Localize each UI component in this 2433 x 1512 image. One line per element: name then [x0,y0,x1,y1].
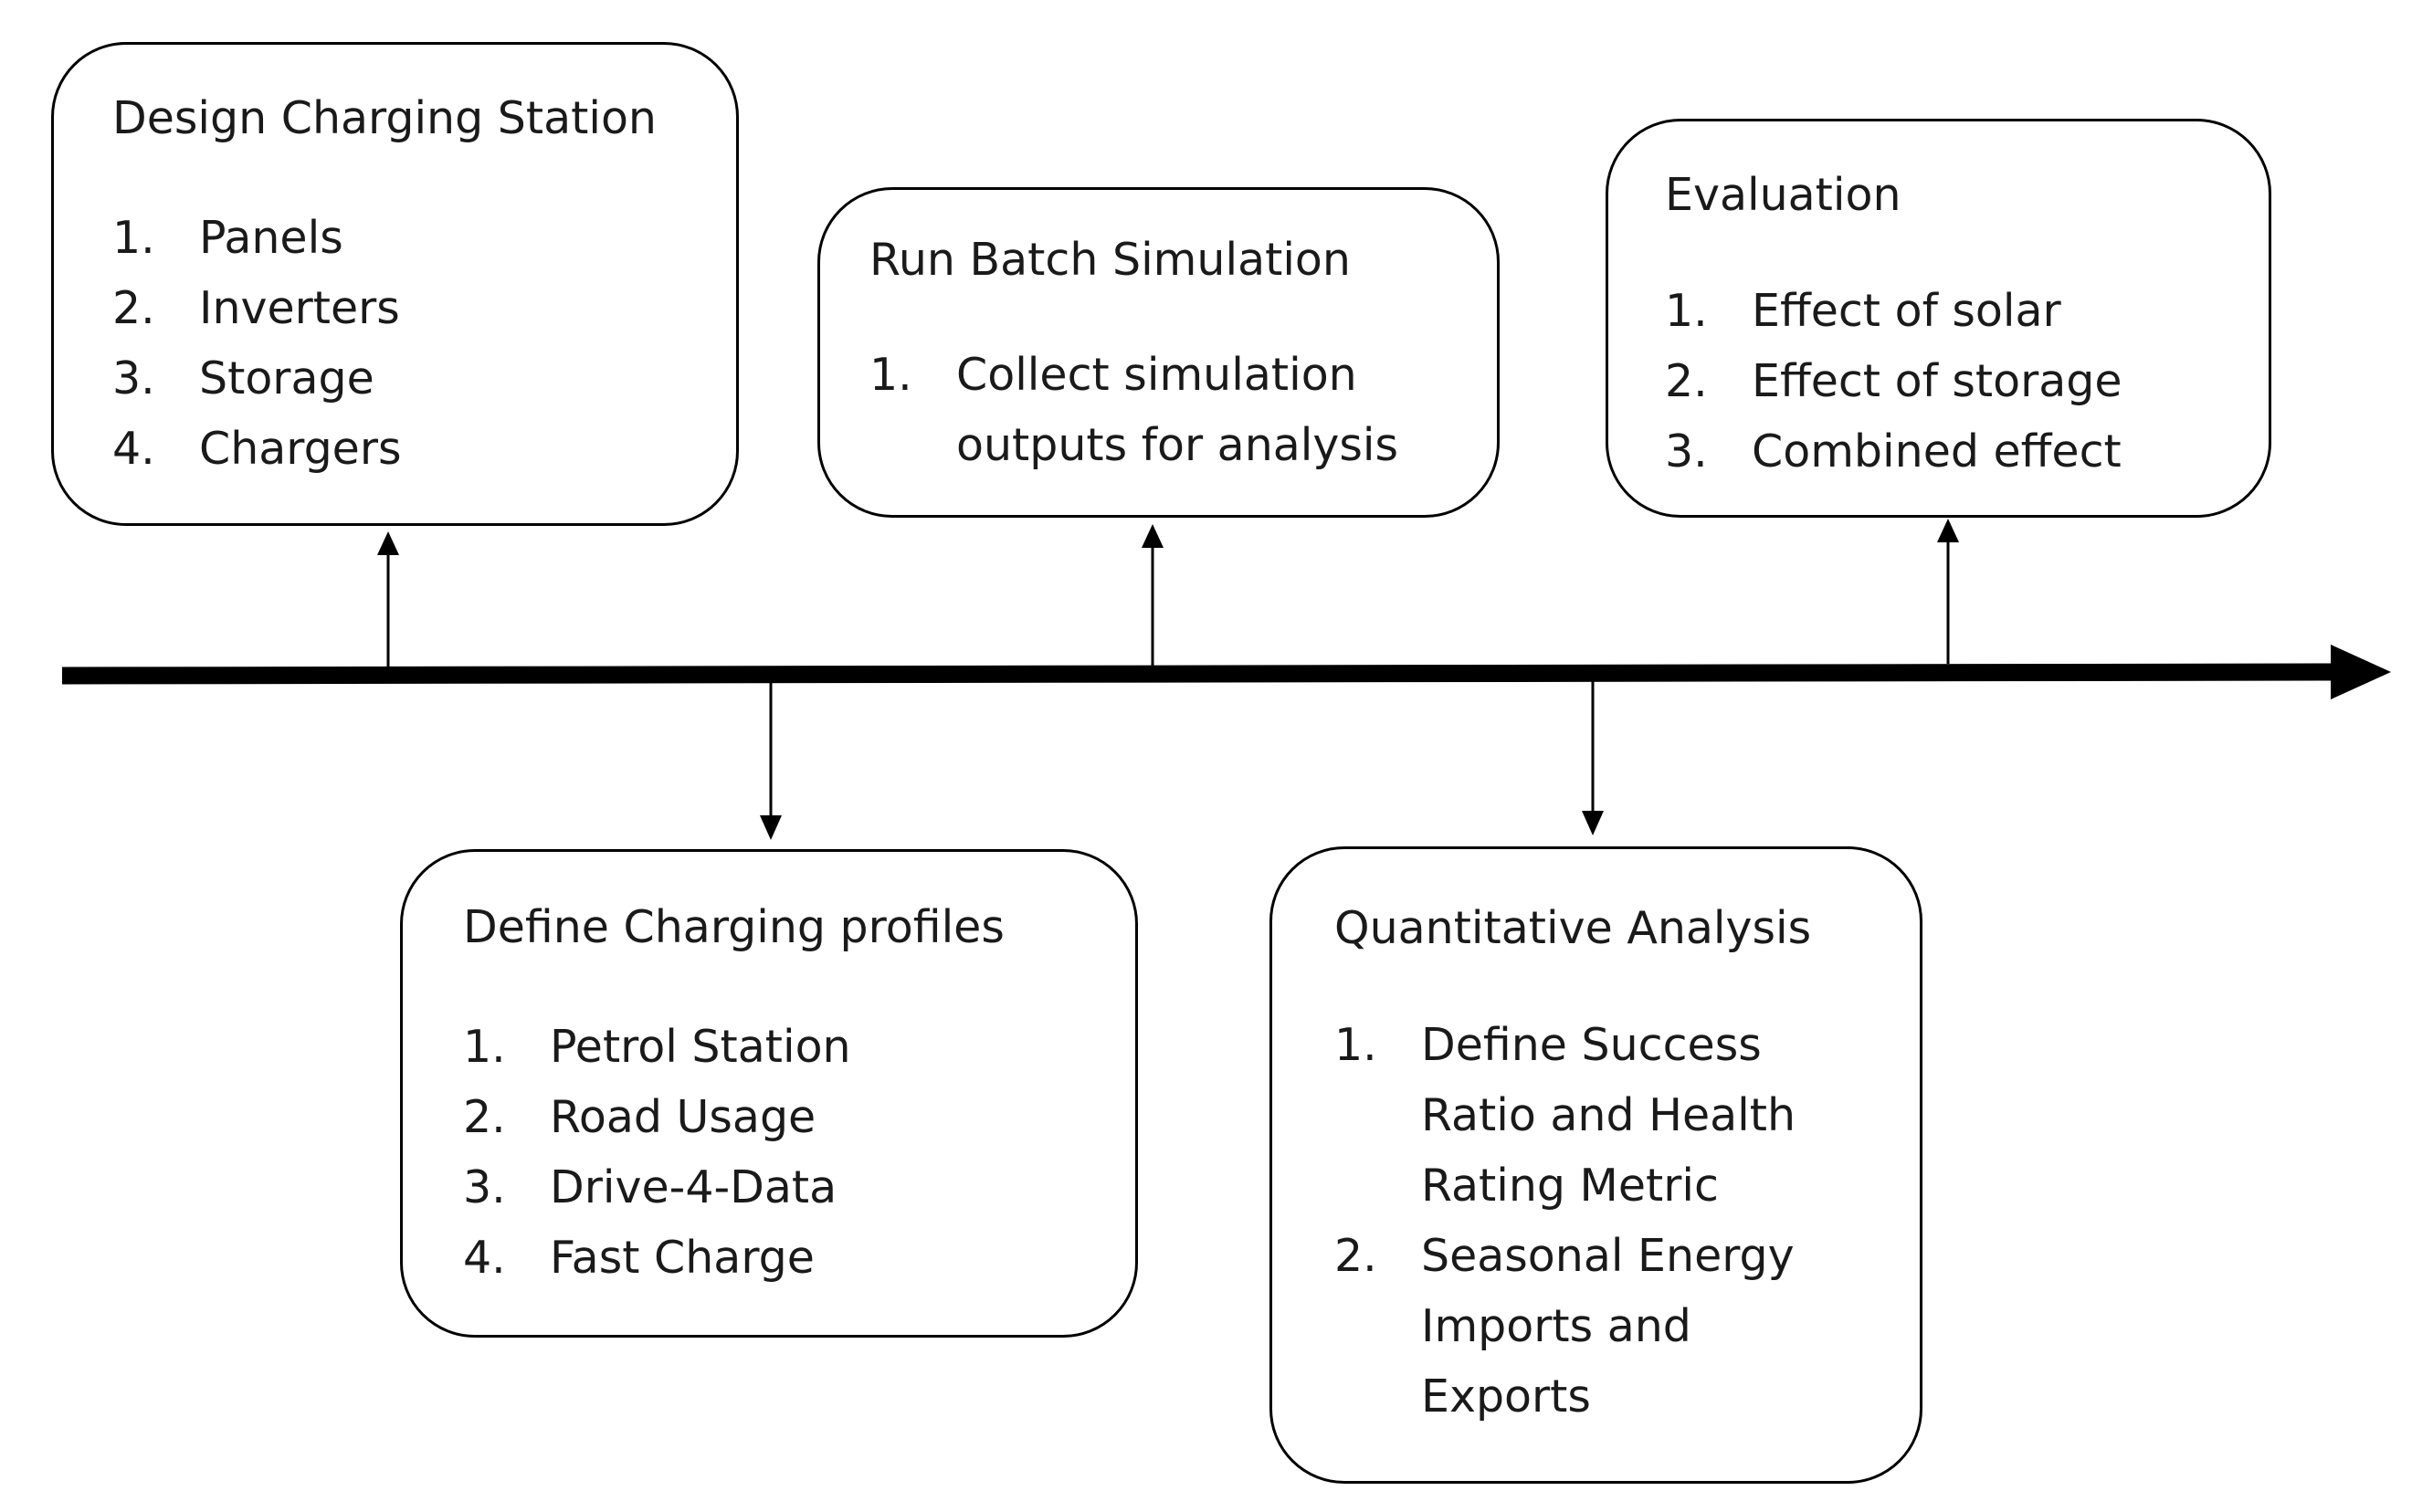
list-item: 2. Seasonal Energy Imports and Exports [1334,1230,1795,1423]
box-title: Quantitative Analysis [1334,902,1812,954]
list-item: 2. Road Usage [463,1091,816,1143]
box-title: Run Batch Simulation [869,234,1351,286]
list-item: 1. Collect simulation outputs for analys… [869,349,1399,471]
box-design-charging-station: Design Charging Station 1. Panels 2. Inv… [51,42,739,526]
box-list: 1. Collect simulation outputs for analys… [869,340,1398,480]
box-define-charging-profiles: Define Charging profiles 1. Petrol Stati… [400,849,1138,1338]
timeline-line [61,663,2339,685]
list-item: 1. Define Success Ratio and Health Ratin… [1334,1019,1796,1212]
list-item: 4. Chargers [112,423,402,475]
box-title: Evaluation [1665,169,1901,221]
box-list: 1. Effect of solar 2. Effect of storage … [1665,276,2122,487]
list-item: 2. Inverters [112,282,400,334]
list-item: 3. Combined effect [1665,425,2122,478]
box-list: 1. Define Success Ratio and Health Ratin… [1334,1010,1796,1432]
connector-run-arrow [1142,524,1164,667]
connector-evaluation-arrow [1937,519,1959,664]
box-list: 1. Petrol Station 2. Road Usage 3. Drive… [463,1012,851,1293]
box-quantitative-analysis: Quantitative Analysis 1. Define Success … [1269,846,1922,1484]
list-item: 1. Panels [112,212,343,264]
timeline-arrowhead-icon [2331,645,2391,699]
box-evaluation: Evaluation 1. Effect of solar 2. Effect … [1606,119,2271,518]
connector-quant-arrow [1582,677,1604,835]
box-run-batch-simulation: Run Batch Simulation 1. Collect simulati… [817,187,1500,518]
list-item: 3. Storage [112,352,374,404]
connector-design-arrow [377,531,399,670]
list-item: 1. Effect of solar [1665,285,2061,337]
box-title: Define Charging profiles [463,901,1005,953]
list-item: 4. Fast Charge [463,1232,815,1284]
list-item: 3. Drive-4-Data [463,1161,837,1213]
box-list: 1. Panels 2. Inverters 3. Storage 4. Cha… [112,203,402,484]
list-item: 1. Petrol Station [463,1021,851,1073]
box-title: Design Charging Station [112,92,657,144]
list-item: 2. Effect of storage [1665,355,2122,407]
connector-profiles-arrow [760,680,782,840]
